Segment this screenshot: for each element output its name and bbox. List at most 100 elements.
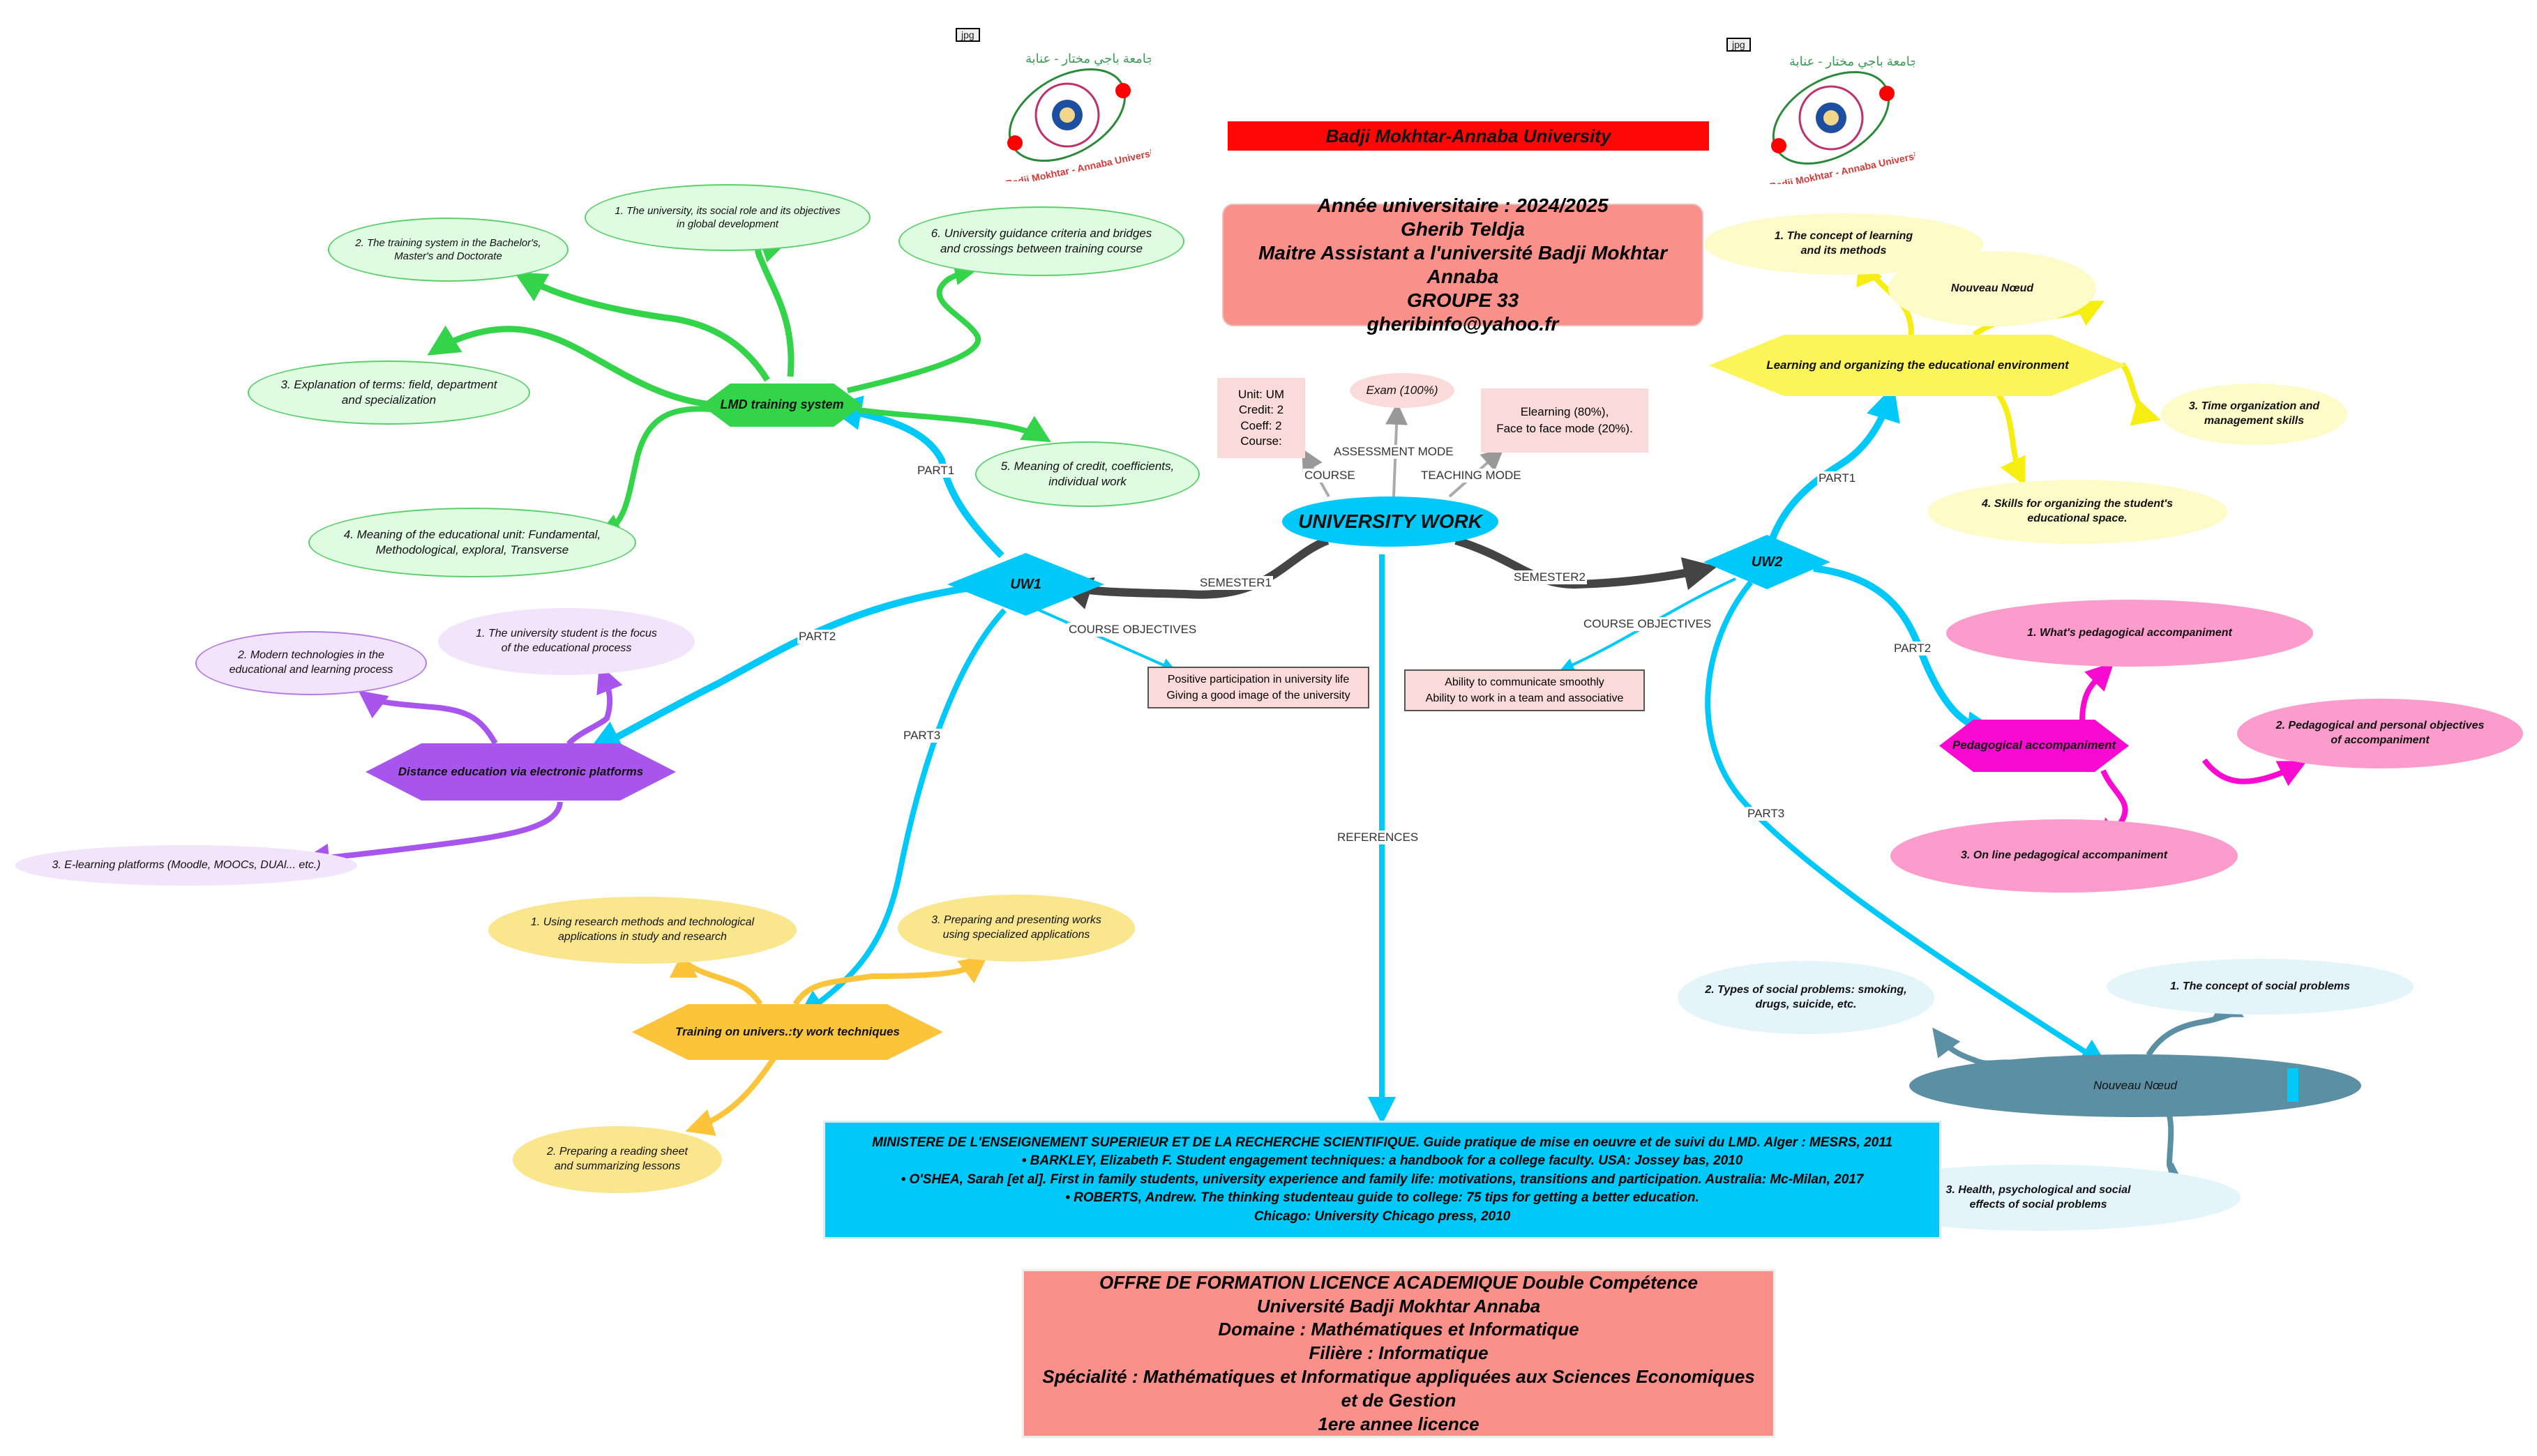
label-uw2-part1: PART1 (1817, 471, 1858, 485)
edge-ped-2 (2201, 758, 2308, 787)
teacher-name: Gherib Teldja (1401, 218, 1525, 240)
distance-item-2[interactable]: 2. Modern technologies in the educationa… (195, 631, 427, 695)
lmd-item-6-text: 6. University guidance criteria and brid… (931, 226, 1152, 255)
group-number: GROUPE 33 (1406, 289, 1519, 312)
course-info-text: Unit: UM Credit: 2 Coeff: 2 Course: (1237, 388, 1285, 448)
academic-year: Année universitaire : 2024/2025 (1317, 194, 1609, 216)
reference-3: • O'SHEA, Sarah [et al]. First in family… (901, 1171, 1864, 1187)
label-uw1-course-objectives: COURSE OBJECTIVES (1067, 623, 1198, 637)
pedagogical-item-3-text: 3. On line pedagogical accompaniment (1960, 849, 2168, 862)
training-techniques-node[interactable]: Training on univers.:ty work techniques (632, 1004, 943, 1060)
learning-item-nouveau-noeud[interactable]: Nouveau Nœud (1888, 251, 2096, 326)
red-dot-icon (1771, 138, 1786, 153)
social-label: Nouveau Nœud (2093, 1078, 2177, 1092)
uw2-objectives-box[interactable]: Ability to communicate smoothly Ability … (1404, 669, 1645, 711)
central-node-university-work[interactable]: UNIVERSITY WORK (1282, 496, 1498, 547)
university-logo-left: جامعة باجي مختار - عنابة Badji Mokhtar -… (1004, 52, 1151, 181)
learning-item-3[interactable]: 3. Time organization and management skil… (2161, 384, 2347, 445)
offer-specialty: Spécialité : Mathématiques et Informatiq… (1042, 1365, 1755, 1387)
edge-uw1-part2 (587, 584, 970, 753)
pedagogical-label: Pedagogical accompaniment (1952, 738, 2116, 752)
label-semester2: SEMESTER2 (1512, 570, 1587, 584)
offer-title: OFFRE DE FORMATION LICENCE ACADEMIQUE Do… (1099, 1271, 1699, 1293)
uw1-objectives-box[interactable]: Positive participation in university lif… (1147, 667, 1369, 708)
learning-item-4[interactable]: 4. Skills for organizing the student's e… (1927, 480, 2227, 544)
label-uw2-course-objectives: COURSE OBJECTIVES (1582, 617, 1713, 631)
teacher-email[interactable]: gheribinfo@yahoo.fr (1367, 313, 1559, 335)
course-info-box[interactable]: Unit: UM Credit: 2 Coeff: 2 Course: (1217, 378, 1305, 458)
learning-label: Learning and organizing the educational … (1766, 358, 2069, 372)
offer-university: Université Badji Mokhtar Annaba (1256, 1295, 1541, 1317)
university-title: Badji Mokhtar-Annaba University (1325, 125, 1611, 146)
lmd-item-5[interactable]: 5. Meaning of credit, coefficients, indi… (975, 441, 1200, 507)
distance-education-node[interactable]: Distance education via electronic platfo… (366, 743, 676, 801)
image-placeholder-left: jpg (956, 28, 980, 42)
edge-lmd-4 (594, 406, 719, 540)
social-item-2-text: 2. Types of social problems: smoking, dr… (1705, 983, 1907, 1010)
edge-uw2-part2 (1813, 565, 2002, 746)
edge-uw2-part1 (1768, 385, 1900, 542)
info-card: Année universitaire : 2024/2025 Gherib T… (1222, 195, 1703, 335)
edge-dist-1 (566, 664, 623, 746)
reference-1: MINISTERE DE L'ENSEIGNEMENT SUPERIEUR ET… (872, 1135, 1892, 1150)
distance-item-1-text: 1. The university student is the focus o… (476, 628, 657, 654)
distance-item-3[interactable]: 3. E-learning platforms (Moodle, MOOCs, … (15, 845, 357, 886)
uw2-objectives-text: Ability to communicate smoothly Ability … (1425, 676, 1624, 704)
training-item-2[interactable]: 2. Preparing a reading sheet and summari… (513, 1126, 722, 1193)
edge-dist-2 (358, 690, 498, 745)
learning-item-1-text: 1. The concept of learning and its metho… (1774, 230, 1913, 257)
training-item-3[interactable]: 3. Preparing and presenting works using … (898, 895, 1135, 962)
social-item-2[interactable]: 2. Types of social problems: smoking, dr… (1678, 961, 1934, 1034)
edge-lmd-3 (427, 325, 712, 408)
red-dot-icon (1115, 83, 1131, 98)
label-course: COURSE (1303, 469, 1357, 483)
label-teaching-mode: TEACHING MODE (1420, 469, 1523, 483)
label-uw2-part2: PART2 (1892, 642, 1933, 655)
distance-label: Distance education via electronic platfo… (398, 764, 644, 778)
distance-item-2-text: 2. Modern technologies in the educationa… (229, 649, 393, 676)
lmd-item-2-text: 2. The training system in the Bachelor's… (355, 236, 541, 263)
pedagogical-item-3[interactable]: 3. On line pedagogical accompaniment (1890, 819, 2238, 893)
assessment-node[interactable]: Exam (100%) (1350, 373, 1454, 408)
training-offer-box: OFFRE DE FORMATION LICENCE ACADEMIQUE Do… (1022, 1269, 1775, 1438)
edge-learn-3 (2119, 362, 2161, 426)
lmd-item-4[interactable]: 4. Meaning of the educational unit: Fund… (308, 508, 636, 577)
reference-2: • BARKLEY, Elizabeth F. Student engageme… (1021, 1153, 1743, 1169)
edge-semester2 (1454, 536, 1717, 591)
uw1-label: UW1 (1010, 577, 1041, 592)
edge-dist-3 (301, 801, 563, 872)
university-title-banner: Badji Mokhtar-Annaba University (1228, 121, 1709, 151)
training-item-1[interactable]: 1. Using research methods and technologi… (488, 897, 797, 964)
learning-item-2-text: Nouveau Nœud (1950, 282, 2034, 294)
distance-item-3-text: 3. E-learning platforms (Moodle, MOOCs, … (52, 858, 321, 871)
edge-uw1-part1 (827, 395, 1004, 559)
logo-arabic-text: جامعة باجي مختار - عنابة (1025, 52, 1151, 66)
uw1-objectives-text: Positive participation in university lif… (1166, 673, 1350, 702)
lmd-item-2[interactable]: 2. The training system in the Bachelor's… (328, 218, 569, 282)
lmd-item-5-text: 5. Meaning of credit, coefficients, indi… (1000, 459, 1175, 488)
edge-train-3 (792, 955, 988, 1006)
social-item-3-text: 3. Health, psychological and social effe… (1945, 1183, 2131, 1211)
label-semester1: SEMESTER1 (1198, 576, 1273, 590)
training-item-2-text: 2. Preparing a reading sheet and summari… (547, 1146, 688, 1172)
pedagogical-item-1[interactable]: 1. What's pedagogical accompaniment (1946, 600, 2313, 667)
lmd-training-system-node[interactable]: LMD training system (701, 384, 863, 427)
image-placeholder-right: jpg (1726, 38, 1751, 52)
pedagogical-accompaniment-node[interactable]: Pedagogical accompaniment (1939, 720, 2129, 772)
learning-organizing-node[interactable]: Learning and organizing the educational … (1709, 335, 2126, 396)
reference-4-cont: Chicago: University Chicago press, 2010 (1254, 1208, 1511, 1224)
edge-lmd-6 (847, 257, 982, 393)
label-uw1-part2: PART2 (797, 630, 838, 644)
distance-item-1[interactable]: 1. The university student is the focus o… (438, 608, 695, 675)
lmd-item-3[interactable]: 3. Explanation of terms: field, departme… (248, 361, 530, 425)
social-nouveau-noeud-node[interactable]: Nouveau Nœud (1909, 1054, 2361, 1117)
lmd-item-1[interactable]: 1. The university, its social role and i… (585, 184, 871, 251)
lmd-item-6[interactable]: 6. University guidance criteria and brid… (898, 206, 1184, 276)
edge-semester1 (1057, 536, 1330, 609)
social-item-1[interactable]: 1. The concept of social problems (2107, 959, 2414, 1015)
pedagogical-item-2[interactable]: 2. Pedagogical and personal objectives o… (2237, 699, 2523, 768)
teaching-mode-box[interactable]: Elearning (80%), Face to face mode (20%)… (1481, 388, 1648, 453)
references-box: MINISTERE DE L'ENSEIGNEMENT SUPERIEUR ET… (823, 1121, 1941, 1239)
offer-field: Filière : Informatique (1309, 1342, 1489, 1364)
